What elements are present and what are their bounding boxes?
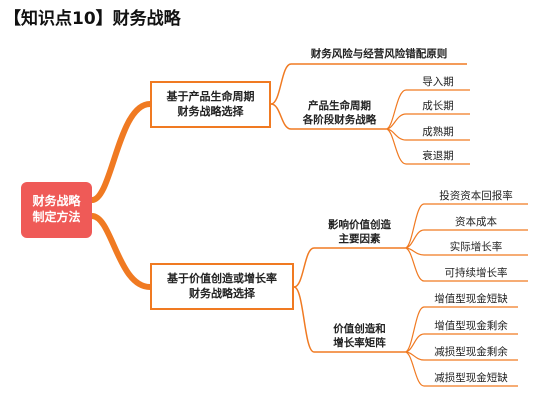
leaf-maturity: 成熟期: [422, 126, 454, 138]
sub-lifecycle-stages: 产品生命周期 各阶段财务战略: [302, 99, 377, 126]
leaf-introduction: 导入期: [422, 76, 454, 88]
leaf-cost-of-capital: 资本成本: [455, 216, 497, 228]
branch-value-creation: 基于价值创造或增长率 财务战略选择: [150, 263, 294, 310]
connector-b2-s1: [293, 247, 405, 288]
leaf-value-add-surplus: 增值型现金剩余: [434, 320, 508, 332]
leaf-roic: 投资资本回报率: [439, 190, 513, 202]
connector-b2-s2: [293, 286, 405, 353]
connector-b1-s2: [270, 103, 386, 130]
leaf-decline: 衰退期: [422, 150, 454, 162]
sub-growth-matrix: 价值创造和 增长率矩阵: [333, 322, 386, 349]
branch-product-lifecycle: 基于产品生命周期 财务战略选择: [150, 81, 271, 128]
leaf-value-add-shortage: 增值型现金短缺: [434, 293, 508, 305]
connector-b1: [270, 63, 467, 105]
page-title: 【知识点10】财务战略: [4, 9, 181, 29]
leaf-value-loss-surplus: 减损型现金剩余: [434, 346, 508, 358]
leaf-growth: 成长期: [422, 100, 454, 112]
sub-value-factors: 影响价值创造 主要因素: [328, 218, 391, 245]
connector-root-b1: [89, 101, 153, 203]
leaf-actual-growth: 实际增长率: [449, 241, 503, 253]
connector-root-b2: [89, 213, 153, 290]
root-node: 财务战略 制定方法: [21, 182, 92, 238]
connector-s4-leaves: [404, 306, 518, 387]
sub-risk-mismatch: 财务风险与经营风险错配原则: [310, 47, 448, 60]
connector-s2-leaves: [385, 89, 470, 165]
connector-s3-leaves: [404, 203, 528, 282]
leaf-sustainable-growth: 可持续增长率: [444, 267, 508, 279]
leaf-value-loss-shortage: 减损型现金短缺: [434, 372, 508, 384]
